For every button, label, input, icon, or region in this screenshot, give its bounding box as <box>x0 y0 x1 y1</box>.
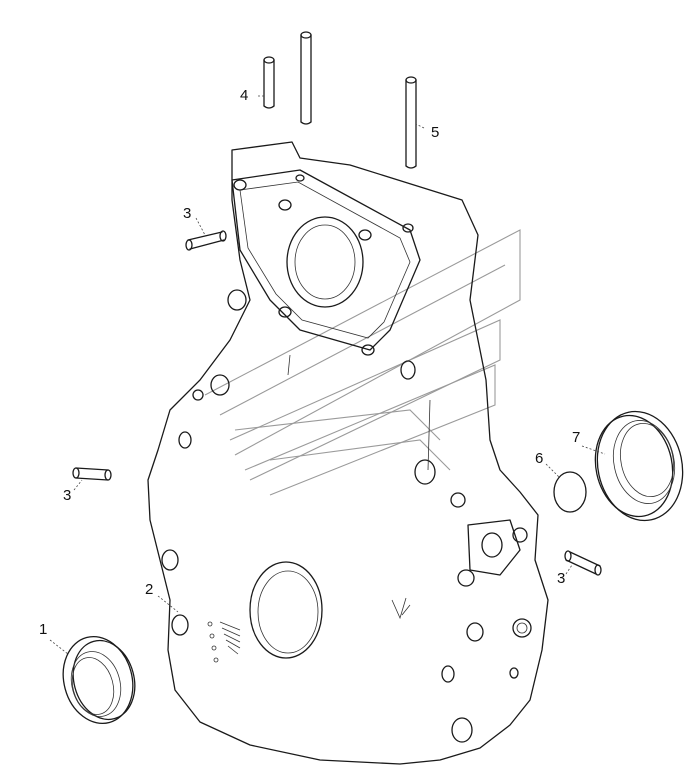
callout-2: 2 <box>145 581 154 598</box>
callout-3-right: 3 <box>557 570 566 587</box>
timing-cover-housing <box>147 141 549 765</box>
dowel-pin-right <box>564 550 602 576</box>
watermark-logo <box>204 229 521 496</box>
leader-lines <box>49 95 606 655</box>
stud-long <box>300 31 312 125</box>
plug-6 <box>553 471 587 513</box>
callout-3-left: 3 <box>63 487 72 504</box>
callout-1: 1 <box>39 621 48 638</box>
oil-seal-7 <box>594 410 684 522</box>
callout-3-top: 3 <box>183 205 192 222</box>
stud-4 <box>263 56 275 109</box>
dowel-pin-top <box>185 230 227 251</box>
marking-pad <box>207 621 241 663</box>
callout-6: 6 <box>535 450 544 467</box>
callout-4: 4 <box>240 87 249 104</box>
stud-5 <box>405 76 417 169</box>
dowel-pin-left <box>72 467 112 481</box>
callout-7: 7 <box>572 429 581 446</box>
oil-seal-1 <box>62 635 136 725</box>
callout-5: 5 <box>431 124 440 141</box>
